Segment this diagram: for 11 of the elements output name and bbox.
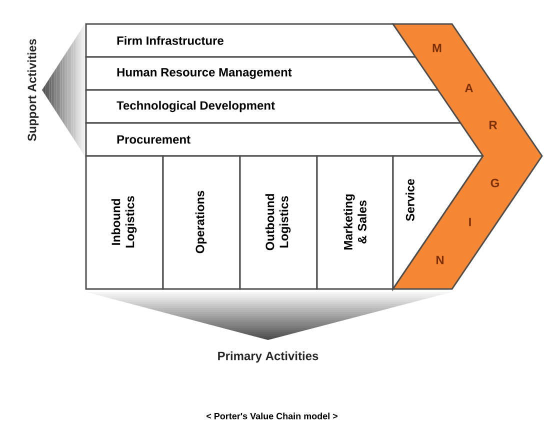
activity-row: Firm Infrastructure xyxy=(85,23,418,58)
activity-column: Operations xyxy=(162,155,241,290)
activity-column: Outbound Logistics xyxy=(239,155,318,290)
activity-row: Procurement xyxy=(85,122,486,157)
axis-label: Primary Activities xyxy=(218,351,318,363)
axis-label: Support Activities xyxy=(27,39,39,141)
activity-row: Technological Development xyxy=(85,89,462,124)
activity-column: Inbound Logistics xyxy=(85,155,164,290)
activity-row: Human Resource Management xyxy=(85,56,440,91)
activity-column: Marketing & Sales xyxy=(316,155,394,290)
caption: < Porter's Value Chain model > xyxy=(206,412,338,420)
